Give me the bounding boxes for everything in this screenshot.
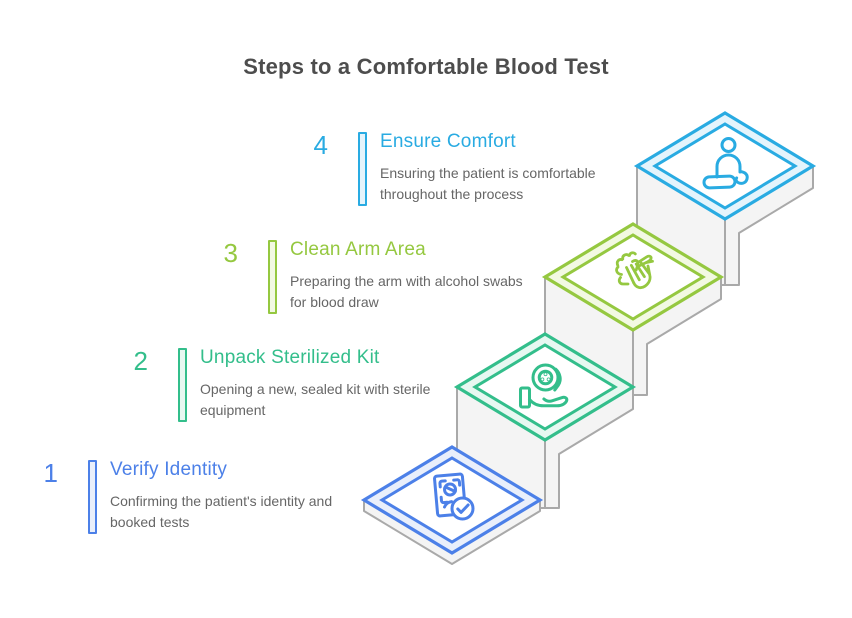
step-label-1: 1 Verify Identity Confirming the patient… [28,458,345,534]
step-description: Confirming the patient's identity and bo… [110,493,333,530]
step-title: Unpack Sterilized Kit [200,347,380,368]
stair-step-1 [360,445,544,565]
step-number: 4 [313,130,328,160]
step-accent-bar [358,132,367,206]
washing-hands-icon [615,251,654,290]
person-meditating-icon [702,137,749,190]
stair-step-2 [453,332,637,509]
step-label-3: 3 Clean Arm Area Preparing the arm with … [208,238,525,314]
step-description: Preparing the arm with alcohol swabs for… [290,273,523,310]
step-title: Verify Identity [110,459,228,480]
step-platform-inner [560,233,706,321]
step-label-4: 4 Ensure Comfort Ensuring the patient is… [298,130,615,206]
step-platform-inner [472,343,618,431]
step-platform-inner [379,456,525,544]
step-number: 1 [43,458,58,488]
step-title: Ensure Comfort [380,131,516,152]
bandage-hand-icon [519,363,569,409]
step-description: Ensuring the patient is comfortable thro… [380,165,596,202]
step-title: Clean Arm Area [290,239,426,260]
step-number: 2 [133,346,148,376]
step-label-2: 2 Unpack Sterilized Kit Opening a new, s… [118,346,435,422]
step-accent-bar [268,240,277,314]
step-accent-bar [178,348,187,422]
step-platform-inner [652,122,798,210]
page-title: Steps to a Comfortable Blood Test [243,54,609,79]
step-number: 3 [223,238,238,268]
id-verification-icon [433,472,475,521]
step-description: Opening a new, sealed kit with sterile e… [200,381,431,418]
step-accent-bar [88,460,97,534]
